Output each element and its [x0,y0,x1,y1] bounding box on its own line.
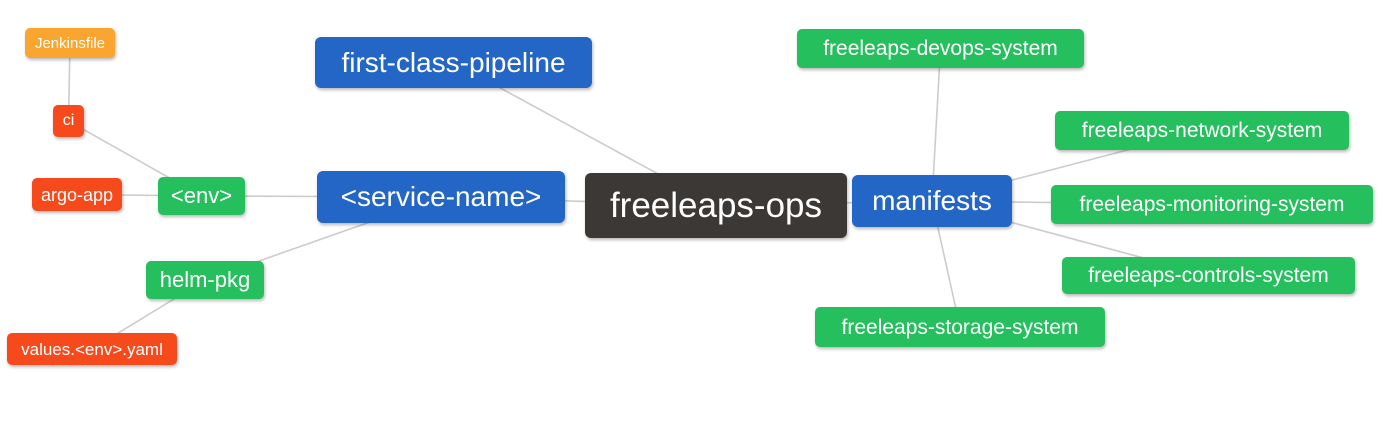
node-jenkinsfile[interactable]: Jenkinsfile [25,28,115,58]
node-devops-system[interactable]: freeleaps-devops-system [797,29,1084,68]
node-first-class-pipeline[interactable]: first-class-pipeline [315,37,592,88]
node-freeleaps-ops[interactable]: freeleaps-ops [585,173,847,238]
node-storage-system[interactable]: freeleaps-storage-system [815,307,1105,347]
node-ci[interactable]: ci [53,105,84,137]
node-helm-pkg[interactable]: helm-pkg [146,261,264,299]
node-controls-system[interactable]: freeleaps-controls-system [1062,257,1355,294]
node-monitoring-system[interactable]: freeleaps-monitoring-system [1051,185,1373,224]
node-argo-app[interactable]: argo-app [32,178,122,211]
node-network-system[interactable]: freeleaps-network-system [1055,111,1349,150]
node-service-name[interactable]: <service-name> [317,171,565,223]
node-values-env-yaml[interactable]: values.<env>.yaml [7,333,177,365]
node-env[interactable]: <env> [158,177,245,215]
node-manifests[interactable]: manifests [852,175,1012,227]
